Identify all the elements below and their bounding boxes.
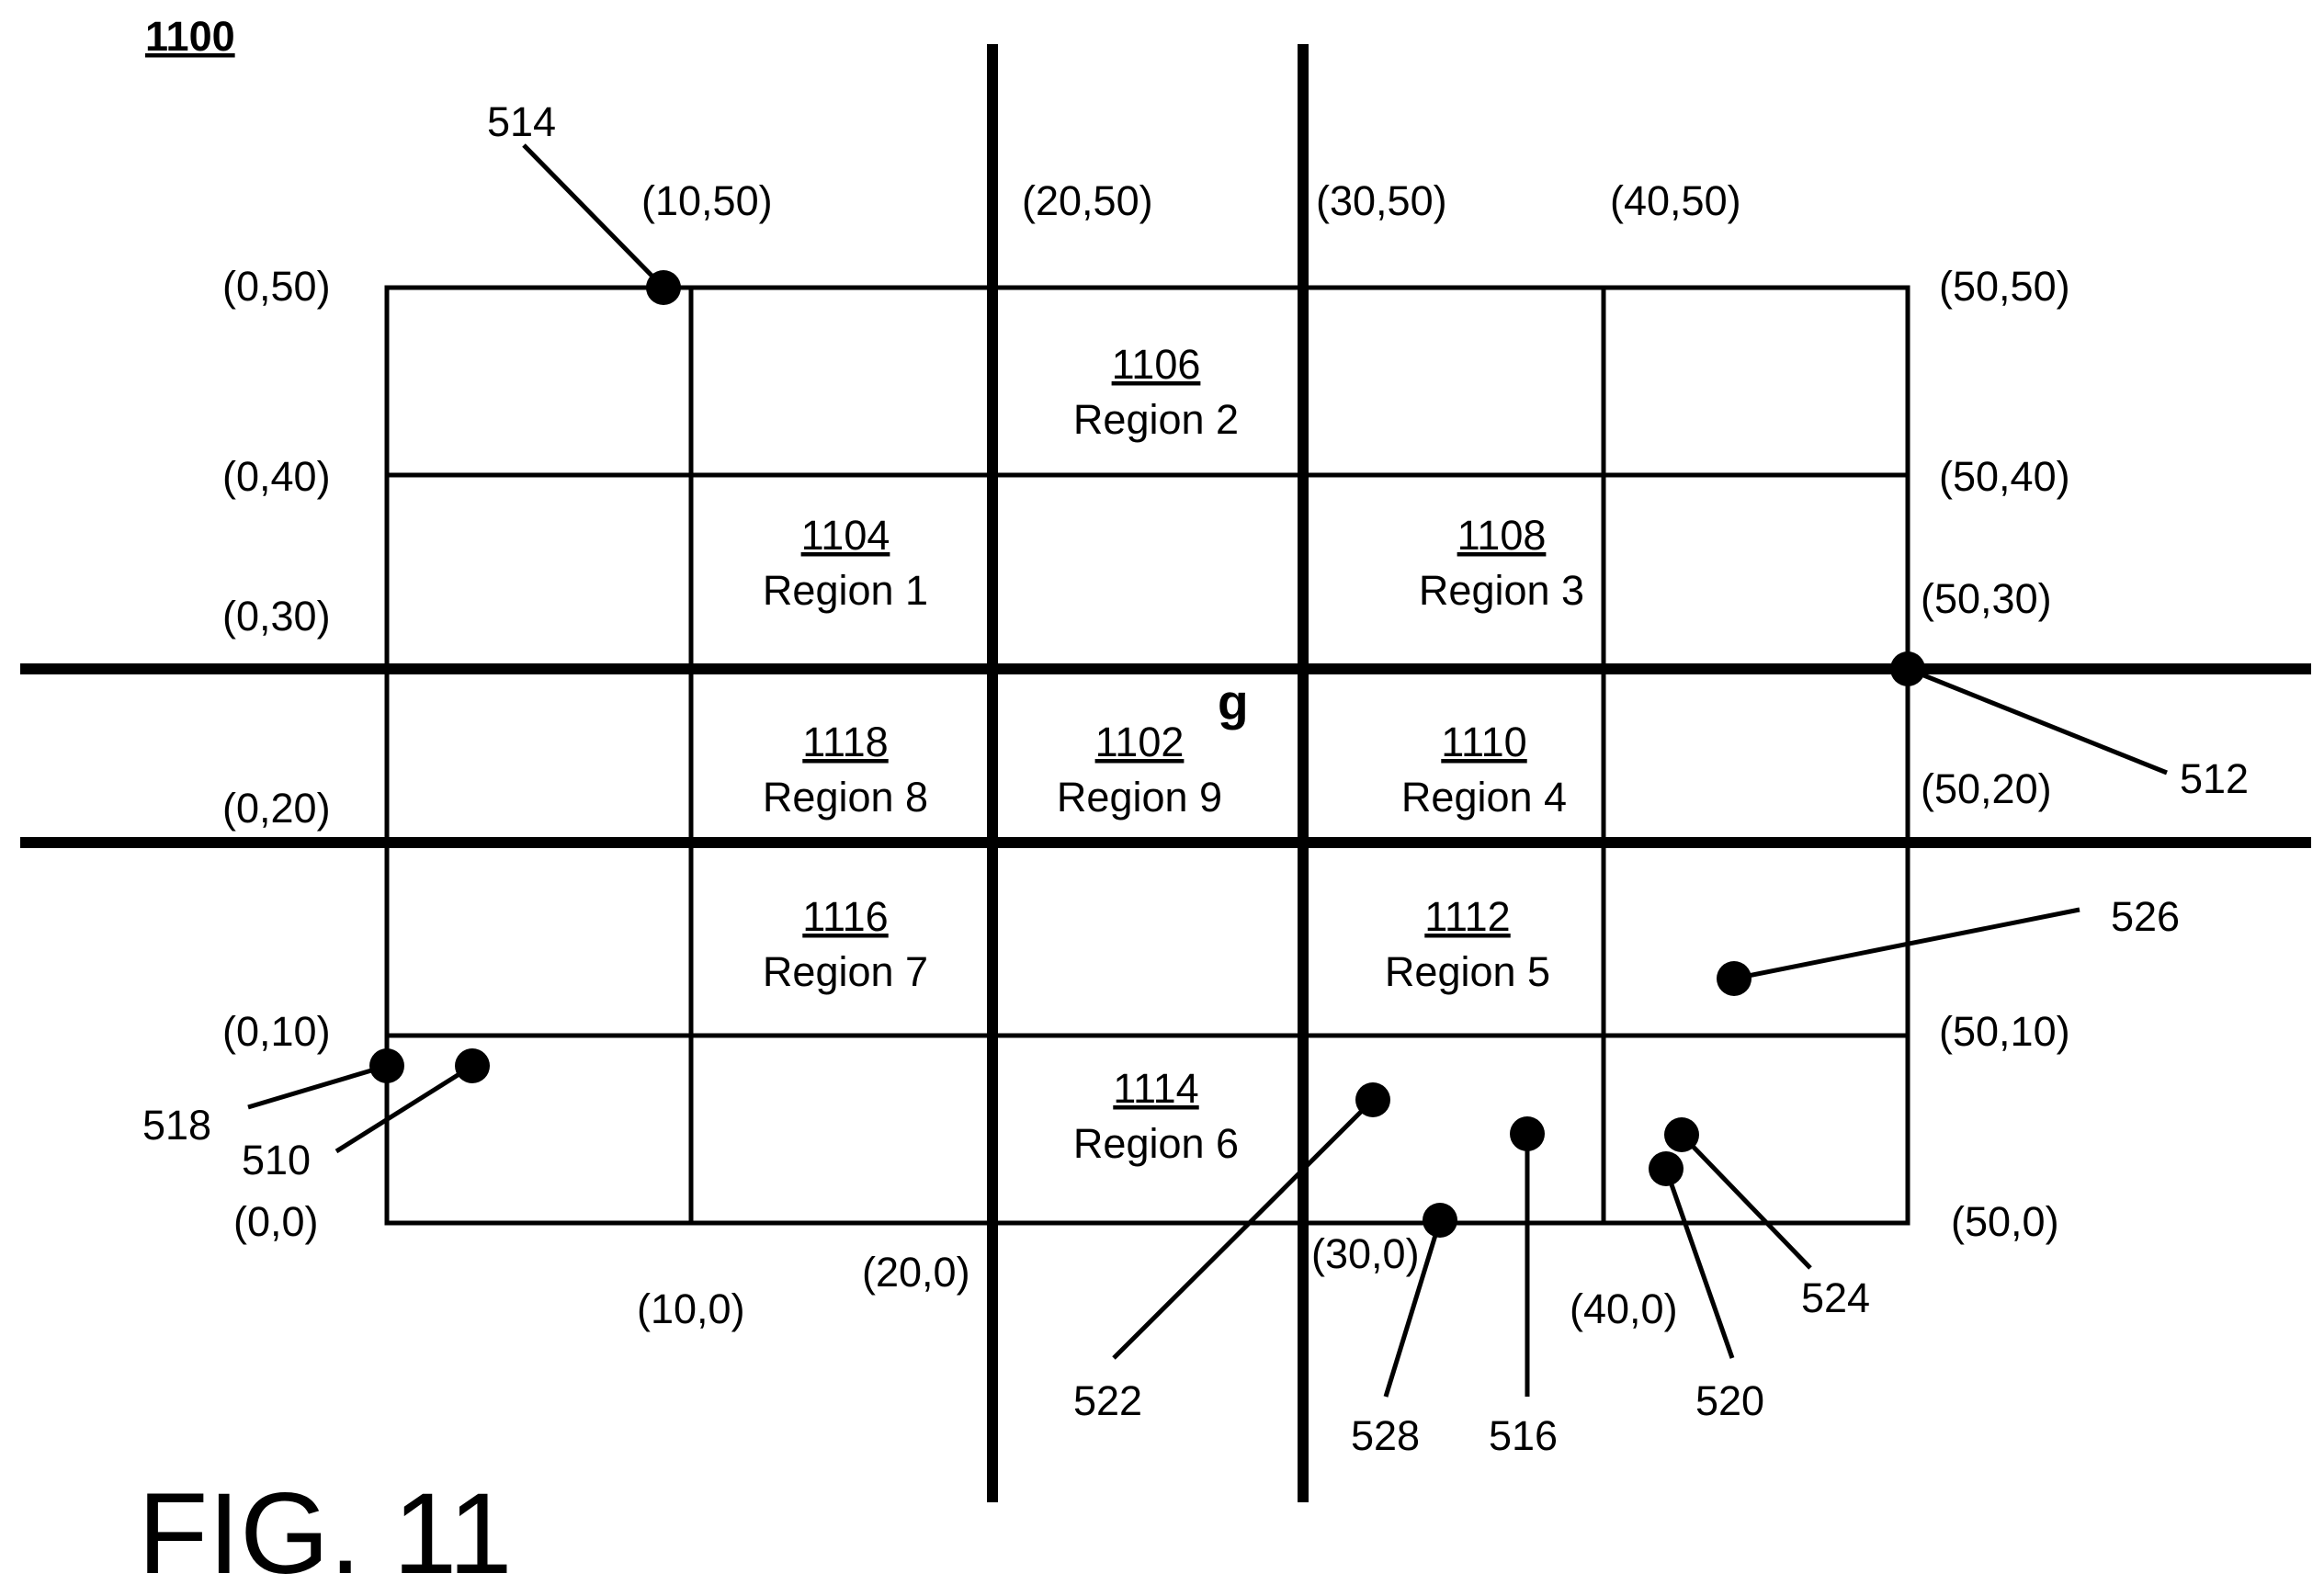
point-522 bbox=[1355, 1082, 1390, 1117]
callout-526: 526 bbox=[2111, 893, 2180, 940]
callout-512: 512 bbox=[2180, 755, 2249, 802]
region-name-3: Region 3 bbox=[1419, 567, 1584, 614]
region-ref-1116: 1116 bbox=[802, 893, 888, 940]
leader-510 bbox=[336, 1066, 472, 1151]
leader-518 bbox=[248, 1066, 387, 1107]
coord-label-30-0: (30,0) bbox=[1311, 1230, 1420, 1277]
coord-label-50-50: (50,50) bbox=[1939, 263, 2070, 310]
coord-label-50-20: (50,20) bbox=[1921, 765, 2052, 812]
coord-label-20-50: (20,50) bbox=[1022, 177, 1153, 224]
callout-518: 518 bbox=[142, 1102, 211, 1149]
coord-label-30-50: (30,50) bbox=[1316, 177, 1447, 224]
region-labels: 1106 Region 2 1104 Region 1 1108 Region … bbox=[763, 341, 1584, 1167]
region-ref-1110: 1110 bbox=[1441, 719, 1526, 765]
leader-524 bbox=[1682, 1135, 1810, 1268]
region-name-6: Region 6 bbox=[1073, 1120, 1239, 1167]
point-520 bbox=[1649, 1151, 1683, 1186]
callout-514: 514 bbox=[487, 98, 556, 145]
leader-512 bbox=[1908, 669, 2167, 773]
coord-label-40-50: (40,50) bbox=[1610, 177, 1741, 224]
coord-label-0-30: (0,30) bbox=[222, 593, 331, 640]
coord-label-20-0: (20,0) bbox=[862, 1249, 970, 1296]
region-name-8: Region 8 bbox=[763, 774, 928, 821]
callout-524: 524 bbox=[1801, 1274, 1870, 1321]
point-528 bbox=[1423, 1203, 1457, 1238]
figure-caption: FIG. 11 bbox=[138, 1470, 513, 1585]
region-ref-1114: 1114 bbox=[1113, 1065, 1198, 1112]
point-514 bbox=[646, 270, 681, 305]
point-512 bbox=[1890, 651, 1925, 686]
callout-516: 516 bbox=[1489, 1412, 1558, 1459]
region-name-7: Region 7 bbox=[763, 948, 928, 995]
callout-510: 510 bbox=[242, 1137, 311, 1183]
coord-label-10-0: (10,0) bbox=[637, 1285, 745, 1332]
coord-label-50-40: (50,40) bbox=[1939, 453, 2070, 500]
point-526 bbox=[1717, 961, 1752, 996]
region-ref-1118: 1118 bbox=[802, 719, 888, 765]
region-ref-1104: 1104 bbox=[801, 512, 890, 559]
coord-label-0-40: (0,40) bbox=[222, 453, 331, 500]
region-name-1: Region 1 bbox=[763, 567, 928, 614]
region-name-4: Region 4 bbox=[1401, 774, 1567, 821]
coord-label-50-10: (50,10) bbox=[1939, 1008, 2070, 1055]
center-label-g: g bbox=[1218, 674, 1249, 730]
callout-528: 528 bbox=[1351, 1412, 1420, 1459]
coord-label-0-20: (0,20) bbox=[222, 785, 331, 832]
callout-522: 522 bbox=[1073, 1377, 1142, 1424]
point-518 bbox=[369, 1048, 404, 1083]
region-ref-1102: 1102 bbox=[1095, 719, 1185, 765]
coord-label-0-50: (0,50) bbox=[222, 263, 331, 310]
coord-label-0-0: (0,0) bbox=[233, 1198, 319, 1245]
region-name-5: Region 5 bbox=[1385, 948, 1550, 995]
leader-lines bbox=[248, 145, 2167, 1397]
callout-520: 520 bbox=[1695, 1377, 1764, 1424]
coord-label-50-0: (50,0) bbox=[1951, 1198, 2059, 1245]
region-name-9: Region 9 bbox=[1057, 774, 1222, 821]
point-516 bbox=[1510, 1116, 1545, 1151]
coord-label-0-10: (0,10) bbox=[222, 1008, 331, 1055]
coord-label-50-30: (50,30) bbox=[1921, 575, 2052, 622]
region-ref-1106: 1106 bbox=[1112, 341, 1201, 388]
region-ref-1112: 1112 bbox=[1424, 893, 1510, 940]
point-524 bbox=[1664, 1117, 1699, 1152]
region-name-2: Region 2 bbox=[1073, 396, 1239, 443]
region-ref-1108: 1108 bbox=[1457, 512, 1547, 559]
point-510 bbox=[455, 1048, 490, 1083]
coord-label-10-50: (10,50) bbox=[641, 177, 773, 224]
coord-label-40-0: (40,0) bbox=[1570, 1285, 1678, 1332]
figure-title: 1100 bbox=[145, 13, 235, 60]
